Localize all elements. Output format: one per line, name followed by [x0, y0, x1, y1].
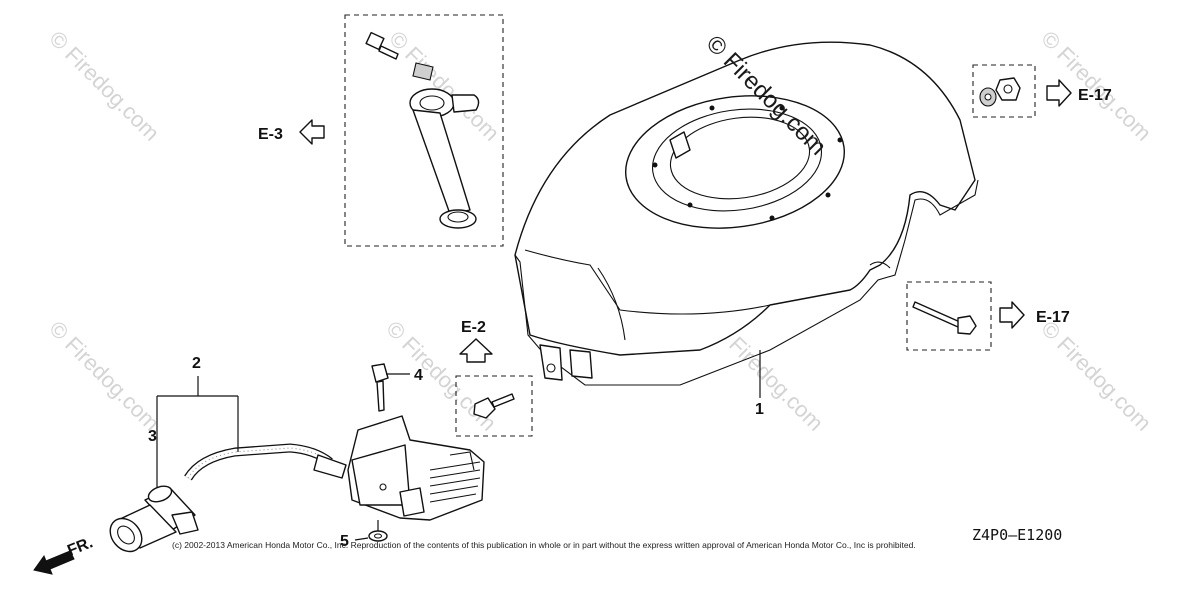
ref-e17-mid[interactable]: E-17	[999, 301, 1070, 329]
dashed-box-starter-guide	[344, 14, 504, 247]
fan-cover-part	[514, 41, 979, 386]
front-arrow-icon	[33, 550, 75, 575]
short-bolt-group	[455, 375, 533, 437]
ref-e17-mid-label: E-17	[1036, 309, 1070, 326]
starter-guide-group	[344, 14, 504, 247]
copyright-footer: (c) 2002-2013 American Honda Motor Co., …	[172, 540, 916, 550]
arrow-right-icon	[1046, 79, 1072, 107]
callout-1[interactable]: 1	[755, 350, 764, 418]
starter-guide-tube-icon	[409, 88, 480, 229]
ref-e3-label: E-3	[258, 126, 283, 143]
diagram-code: Z4P0—E1200	[972, 526, 1062, 544]
callout-1-label: 1	[755, 401, 764, 418]
callout-2[interactable]: 2	[156, 355, 239, 488]
callout-4[interactable]: 4	[371, 363, 423, 412]
callout-4-label: 4	[414, 367, 423, 384]
callout-3[interactable]: 3	[148, 428, 157, 445]
nut-icon	[995, 77, 1021, 101]
front-label: FR.	[65, 534, 95, 559]
dashed-box-short-bolt	[455, 375, 533, 437]
long-bolt-group	[906, 281, 992, 351]
ref-e2[interactable]: E-2	[459, 319, 493, 363]
collar-icon	[412, 62, 434, 81]
spark-plug-cap-part	[109, 485, 199, 553]
spark-plug-lead-part	[184, 443, 347, 481]
watermark-tile: © Firedog.com	[1036, 316, 1156, 436]
front-direction-indicator: FR.	[33, 534, 95, 575]
nut-washer-group	[972, 64, 1036, 118]
ref-e17-top[interactable]: E-17	[1046, 79, 1112, 107]
long-bolt-icon	[912, 301, 961, 328]
ref-e17-top-label: E-17	[1078, 87, 1112, 104]
arrow-left-icon	[299, 119, 325, 145]
ref-e2-label: E-2	[461, 319, 486, 336]
dashed-box-nut-washer	[972, 64, 1036, 118]
callout-2-label: 2	[192, 355, 201, 372]
ref-e3[interactable]: E-3	[258, 119, 325, 145]
short-bolt-icon	[473, 397, 496, 419]
arrow-up-icon	[459, 338, 493, 363]
bolt-icon	[371, 363, 389, 383]
callout-5[interactable]: 5	[340, 520, 388, 550]
callout-3-label: 3	[148, 428, 157, 445]
dashed-box-long-bolt	[906, 281, 992, 351]
watermark-tile: © Firedog.com	[44, 26, 164, 146]
ignition-coil-part	[347, 415, 485, 521]
arrow-right-icon	[999, 301, 1025, 329]
callout-5-label: 5	[340, 533, 349, 550]
watermark-tile: © Firedog.com	[44, 316, 164, 436]
bolt-icon	[365, 31, 399, 60]
